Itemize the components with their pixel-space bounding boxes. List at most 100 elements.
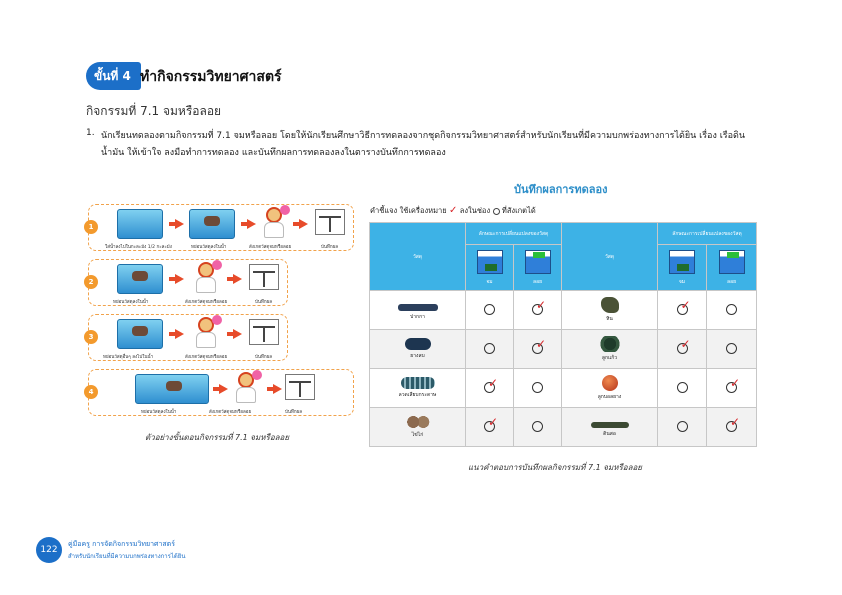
step-caption: หย่อนวัสดุลงในน้ำ bbox=[141, 410, 177, 415]
item-name: ดินสอ bbox=[603, 430, 616, 437]
arrow-right-icon bbox=[293, 219, 308, 229]
drop-item-image bbox=[135, 374, 209, 404]
check-icon: ✓ bbox=[730, 375, 741, 390]
item-cell: ลูกแก้ว bbox=[561, 329, 658, 369]
result-cell bbox=[706, 290, 757, 330]
sink-header: จม bbox=[465, 244, 514, 291]
footer-title: คู่มือครู การจัดกิจกรรมวิทยาศาสตร์ bbox=[68, 540, 175, 548]
item-cell: ลูกบอลยาง bbox=[561, 368, 658, 408]
results-body: ปากกา ✓ หิน ✓ ยางลบ ✓ ลูกแก้ว ✓ ลวดเสียบกระดาษ ✓ ล… bbox=[369, 290, 757, 447]
drop-item-image bbox=[117, 319, 163, 349]
header-group-right: ลักษณะการเปลี่ยนแปลงของวัสดุ bbox=[657, 222, 757, 245]
check-icon: ✓ bbox=[680, 336, 691, 351]
step-row-4: 4 หย่อนวัสดุลงในน้ำ สังเกตวัสดุจมหรือลอย… bbox=[84, 369, 354, 416]
eraser-image bbox=[404, 338, 431, 350]
arrow-right-icon bbox=[169, 274, 184, 284]
page-number: 122 bbox=[36, 537, 62, 563]
check-icon: ✓ bbox=[449, 205, 458, 216]
table-row: ปากกา ✓ หิน ✓ bbox=[369, 290, 757, 330]
checked-circle-icon: ✓ bbox=[676, 338, 691, 354]
checked-circle-icon: ✓ bbox=[484, 377, 498, 393]
checked-circle-icon: ✓ bbox=[726, 377, 740, 393]
pen-image bbox=[397, 304, 438, 311]
checked-circle-icon: ✓ bbox=[484, 416, 498, 432]
item-cell: ไข่ไก่ bbox=[369, 407, 466, 447]
record-title: บันทึกผลการทดลอง bbox=[514, 183, 608, 196]
result-cell: ✓ bbox=[657, 329, 707, 369]
girl-observing-image bbox=[229, 370, 263, 404]
arrow-right-icon bbox=[169, 219, 184, 229]
item-cell: ปากกา bbox=[369, 290, 466, 330]
step-number: 3 bbox=[84, 330, 98, 344]
item-name: ยางลบ bbox=[410, 353, 425, 359]
step-caption: ใส่น้ำลงไปในกะละมัง 1/2 กะละมัง bbox=[105, 245, 172, 250]
checked-circle-icon: ✓ bbox=[676, 299, 691, 315]
check-icon: ✓ bbox=[488, 414, 499, 429]
steps-caption: ตัวอย่างขั้นตอนกิจกรรมที่ 7.1 จมหรือลอย bbox=[145, 433, 290, 442]
arrow-right-icon bbox=[267, 384, 282, 394]
step-number: 1 bbox=[84, 220, 98, 234]
item-name: ไข่ไก่ bbox=[411, 432, 424, 438]
item-name: หิน bbox=[606, 316, 613, 322]
empty-circle-icon bbox=[676, 381, 688, 393]
item-name: ปากกา bbox=[410, 314, 425, 320]
step-caption: บันทึกผล bbox=[321, 245, 339, 250]
step-row-2: 2 หย่อนวัสดุลงในน้ำ สังเกตวัสดุจมหรือลอย… bbox=[84, 259, 288, 306]
check-icon: ✓ bbox=[488, 375, 499, 390]
empty-circle-icon bbox=[484, 342, 495, 354]
step-number: 4 bbox=[84, 385, 98, 399]
result-cell bbox=[465, 290, 514, 330]
arrow-right-icon bbox=[213, 384, 228, 394]
result-cell: ✓ bbox=[513, 290, 562, 330]
header-item-left: วัสดุ bbox=[369, 222, 466, 291]
sink-beaker-icon bbox=[669, 249, 695, 274]
record-board-image bbox=[249, 319, 279, 345]
eggs-image bbox=[405, 415, 430, 429]
item-name: ลวดเสียบกระดาษ bbox=[398, 392, 437, 398]
step-caption: สังเกตวัสดุจมหรือลอย bbox=[249, 245, 292, 250]
girl-observing-image bbox=[189, 315, 223, 349]
table-row: ไข่ไก่ ✓ ดินสอ ✓ bbox=[369, 407, 757, 447]
results-table: วัสดุ ลักษณะการเปลี่ยนแปลงของวัสดุ วัสดุ… bbox=[369, 222, 757, 447]
float-beaker-icon bbox=[718, 249, 745, 274]
result-cell: ✓ bbox=[706, 407, 757, 447]
result-cell: ✓ bbox=[465, 407, 514, 447]
step-caption: หย่อนวัสดุอื่นๆ ลงไปในน้ำ bbox=[103, 355, 154, 360]
check-icon: ✓ bbox=[536, 336, 547, 351]
empty-circle-icon bbox=[676, 420, 688, 432]
item-cell: ลวดเสียบกระดาษ bbox=[369, 368, 466, 408]
pencil-image bbox=[590, 421, 629, 428]
table-caption: แนวคำตอบการบันทึกผลกิจกรรมที่ 7.1 จมหรือ… bbox=[468, 463, 642, 472]
result-cell: ✓ bbox=[657, 290, 707, 330]
rubber-ball-image bbox=[601, 375, 618, 391]
girl-observing-image bbox=[257, 205, 291, 239]
step-caption: หย่อนวัสดุลงในน้ำ bbox=[113, 300, 149, 305]
drop-item-image bbox=[117, 264, 163, 294]
circle-icon bbox=[492, 207, 500, 215]
float-header: ลอย bbox=[706, 244, 757, 291]
result-cell: ✓ bbox=[513, 329, 562, 369]
header-item-right: วัสดุ bbox=[561, 222, 658, 291]
check-icon: ✓ bbox=[730, 414, 741, 429]
empty-circle-icon bbox=[484, 303, 495, 315]
result-cell bbox=[513, 407, 562, 447]
instruction-text: นักเรียนทดลองตามกิจกรรมที่ 7.1 จมหรือลอย… bbox=[101, 131, 746, 158]
empty-circle-icon bbox=[532, 420, 543, 432]
result-cell: ✓ bbox=[465, 368, 514, 408]
legend-middle: ลงในช่อง bbox=[459, 206, 491, 215]
table-row: ยางลบ ✓ ลูกแก้ว ✓ bbox=[369, 329, 757, 369]
legend-suffix: ที่สังเกตได้ bbox=[501, 206, 536, 215]
activity-title: กิจกรรมที่ 7.1 จมหรือลอย bbox=[86, 104, 222, 118]
check-icon: ✓ bbox=[536, 297, 547, 312]
step-caption: สังเกตวัสดุจมหรือลอย bbox=[209, 410, 252, 415]
empty-circle-icon bbox=[726, 342, 737, 354]
marbles-image bbox=[598, 336, 621, 352]
float-label: ลอย bbox=[727, 278, 736, 285]
arrow-right-icon bbox=[227, 274, 242, 284]
arrow-right-icon bbox=[241, 219, 256, 229]
paperclips-image bbox=[400, 377, 435, 389]
step-title: ทำกิจกรรมวิทยาศาสตร์ bbox=[140, 69, 282, 85]
sink-beaker-icon bbox=[476, 249, 503, 274]
step-row-3: 3 หย่อนวัสดุอื่นๆ ลงไปในน้ำ สังเกตวัสดุจ… bbox=[84, 314, 288, 361]
girl-observing-image bbox=[189, 260, 223, 294]
